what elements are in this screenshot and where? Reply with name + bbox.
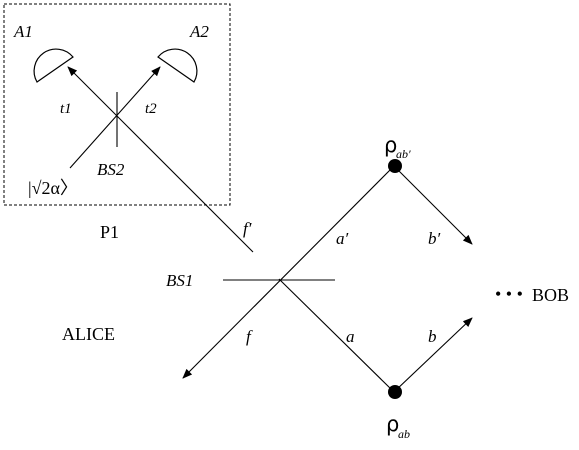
label-f: f xyxy=(246,327,253,346)
source-rho-ab xyxy=(388,385,402,399)
label-a-prime: a′ xyxy=(336,229,349,248)
label-bs1: BS1 xyxy=(166,271,193,290)
label-bs2: BS2 xyxy=(97,160,125,179)
label-b: b xyxy=(428,327,437,346)
label-t2: t2 xyxy=(145,101,157,117)
beam-f-a-prime xyxy=(182,166,394,379)
detector-a1-icon xyxy=(33,48,74,83)
label-b-prime: b′ xyxy=(428,229,441,248)
source-rho-ab-prime xyxy=(388,159,402,173)
detector-a2-icon xyxy=(157,48,198,83)
label-rho-ab-prime: ρ ab′ xyxy=(384,133,411,161)
label-t1: t1 xyxy=(60,101,72,117)
label-a2: A2 xyxy=(189,22,209,41)
label-a: a xyxy=(346,327,355,346)
beam-b xyxy=(394,317,473,392)
label-f-prime: f′ xyxy=(243,219,252,238)
rho-bottom-symbol: ρ xyxy=(386,412,399,436)
label-p1: P1 xyxy=(100,222,119,242)
rho-top-subscript: ab′ xyxy=(396,147,411,161)
beam-t1-f-prime xyxy=(67,66,254,253)
label-input-state: |√2α〉 xyxy=(28,178,78,198)
beam-input-t2 xyxy=(69,66,161,169)
label-alice: ALICE xyxy=(62,324,115,344)
rho-bottom-subscript: ab xyxy=(398,427,410,441)
ellipsis-dots: • • • xyxy=(495,284,523,304)
beam-a xyxy=(278,278,394,392)
beam-b-prime xyxy=(394,166,473,245)
p1-dashed-box xyxy=(3,3,231,206)
label-rho-ab: ρ ab xyxy=(386,412,410,441)
rho-top-symbol: ρ xyxy=(384,133,397,157)
label-a1: A1 xyxy=(13,22,33,41)
label-bob: BOB xyxy=(532,285,569,305)
